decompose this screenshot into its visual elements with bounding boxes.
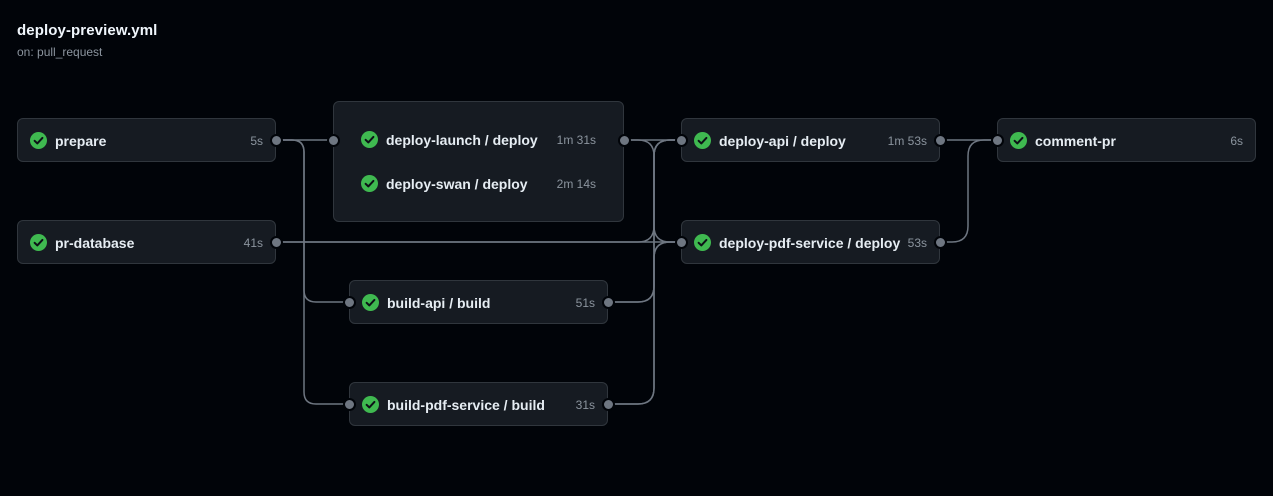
job-duration: 5s [250, 134, 263, 148]
job-name: deploy-launch / deploy [386, 132, 538, 148]
port-prepare-out [270, 134, 283, 147]
job-deploy-launch[interactable]: deploy-launch / deploy 1m 31s [349, 118, 608, 162]
success-check-icon [694, 132, 711, 149]
job-name: build-pdf-service / build [387, 397, 545, 413]
connector-deploy-launch-deploy-pdf-service [624, 139, 681, 243]
port-build-api-in [343, 296, 356, 309]
job-name: comment-pr [1035, 133, 1116, 149]
port-deploy-pdf-out [934, 236, 947, 249]
job-deploy-api[interactable]: deploy-api / deploy 1m 53s [681, 118, 940, 162]
job-name: build-api / build [387, 295, 491, 311]
job-build-pdf-service[interactable]: build-pdf-service / build 31s [349, 382, 608, 426]
job-name: deploy-swan / deploy [386, 176, 528, 192]
success-check-icon [361, 175, 378, 192]
job-name: prepare [55, 133, 107, 149]
job-duration: 6s [1230, 134, 1243, 148]
success-check-icon [362, 294, 379, 311]
job-group-deploy [333, 101, 624, 222]
port-pr-database-out [270, 236, 283, 249]
job-duration: 53s [907, 236, 927, 250]
success-check-icon [30, 132, 47, 149]
job-duration: 1m 31s [556, 133, 596, 147]
success-check-icon [694, 234, 711, 251]
job-name: pr-database [55, 235, 135, 251]
port-build-pdf-out [602, 398, 615, 411]
job-pr-database[interactable]: pr-database 41s [17, 220, 276, 264]
success-check-icon [1010, 132, 1027, 149]
job-duration: 1m 53s [887, 134, 927, 148]
port-deploy-api-in [675, 134, 688, 147]
connector-build-api-deploy-pdf-service [608, 241, 681, 303]
port-deploy-api-out [934, 134, 947, 147]
job-name: deploy-api / deploy [719, 133, 846, 149]
job-deploy-swan[interactable]: deploy-swan / deploy 2m 14s [349, 162, 608, 206]
port-build-pdf-in [343, 398, 356, 411]
connector-prepare-build-pdf-service [276, 139, 349, 405]
job-prepare[interactable]: prepare 5s [17, 118, 276, 162]
job-duration: 51s [575, 296, 595, 310]
job-name: deploy-pdf-service / deploy [719, 235, 901, 251]
workflow-trigger: on: pull_request [17, 45, 103, 59]
port-comment-pr-in [991, 134, 1004, 147]
connector-build-pdf-deploy-pdf-service [608, 241, 681, 405]
job-build-api[interactable]: build-api / build 51s [349, 280, 608, 324]
job-comment-pr[interactable]: comment-pr 6s [997, 118, 1256, 162]
job-duration: 41s [243, 236, 263, 250]
success-check-icon [30, 234, 47, 251]
job-duration: 31s [575, 398, 595, 412]
success-check-icon [361, 131, 378, 148]
workflow-title: deploy-preview.yml [17, 22, 158, 39]
port-deploy-group-in [327, 134, 340, 147]
connector-deploy-pdf-service-comment-pr [940, 139, 997, 243]
port-deploy-group-out [618, 134, 631, 147]
success-check-icon [362, 396, 379, 413]
job-deploy-pdf-service[interactable]: deploy-pdf-service / deploy 53s [681, 220, 940, 264]
port-deploy-pdf-in [675, 236, 688, 249]
job-duration: 2m 14s [556, 177, 596, 191]
port-build-api-out [602, 296, 615, 309]
